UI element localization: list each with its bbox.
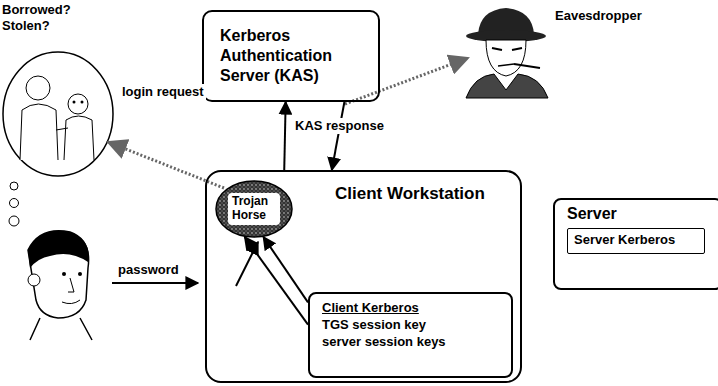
box-body: TGS session key	[322, 317, 503, 334]
box-body: Server Kerberos	[574, 232, 698, 248]
flow-arrow	[332, 102, 345, 170]
server-box: ServerServer Kerberos	[553, 198, 718, 290]
flow-arrow	[245, 237, 308, 325]
box-title: Client Kerberos	[322, 300, 503, 317]
node-label: Trojan Horse	[228, 193, 280, 225]
user-figure	[28, 231, 92, 340]
trojan-ellipse: Trojan Horse	[215, 180, 293, 238]
eavesdropper-figure	[466, 8, 548, 98]
free-label: Borrowed? Stolen?	[0, 2, 82, 33]
box-title: Server	[567, 204, 709, 223]
software-box: Server Kerberos	[567, 228, 705, 254]
box-title: Client Workstation	[335, 184, 495, 204]
thought-bubble	[3, 52, 113, 226]
free-label: Eavesdropper	[553, 8, 644, 24]
software-box: Client KerberosTGS session keyserver ses…	[308, 292, 513, 378]
leak-arrow	[345, 58, 468, 104]
free-label: KAS response	[293, 118, 386, 134]
box-body: server session keys	[322, 334, 503, 351]
password-arrow	[236, 242, 258, 286]
free-label: login request	[120, 84, 206, 100]
workstation-box: Client Workstation Trojan HorseClient Ker…	[205, 170, 522, 383]
password-arrow	[112, 282, 198, 284]
flow-arrow	[284, 102, 285, 170]
server-box: Kerberos Authentication Server (KAS)	[202, 10, 380, 102]
free-label: password	[116, 262, 181, 278]
box-title: Kerberos Authentication Server (KAS)	[220, 26, 370, 86]
